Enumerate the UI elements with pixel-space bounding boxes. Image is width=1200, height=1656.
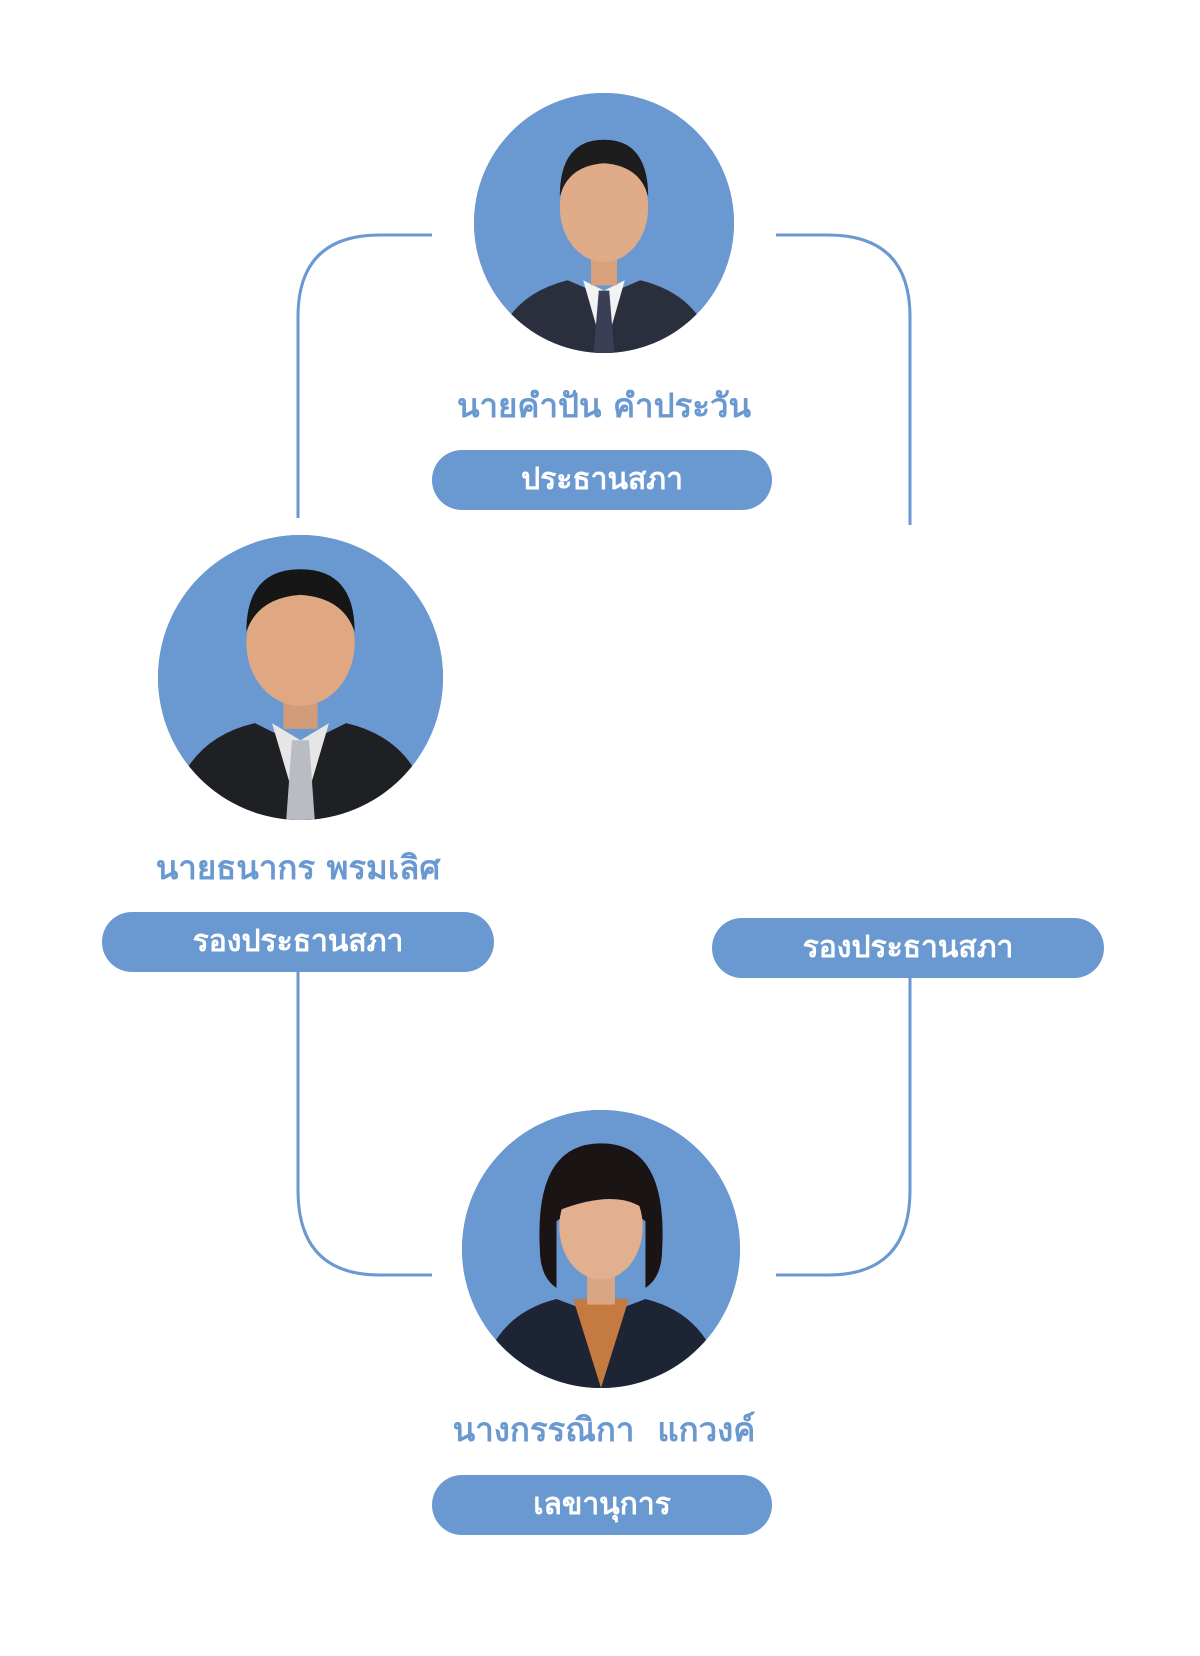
vice-chairman-2-role-badge: รองประธานสภา xyxy=(712,918,1104,978)
connector-bottom-left xyxy=(296,970,432,1277)
person-photo-icon xyxy=(158,535,443,820)
secretary-role-badge: เลขานุการ xyxy=(432,1475,772,1535)
secretary-name: นางกรรณิกา แกวงค์ xyxy=(452,1410,756,1449)
vice-chairman-1-name: นายธนากร พรมเลิศ xyxy=(155,848,441,887)
chairman-name: นายคำปัน คำประวัน xyxy=(456,386,752,425)
connector-bottom-right xyxy=(776,978,912,1277)
vice-chairman-1-role-badge: รองประธานสภา xyxy=(102,912,494,972)
person-photo-icon xyxy=(474,93,734,353)
person-photo-icon xyxy=(462,1110,740,1388)
vice-chairman-1-portrait xyxy=(158,535,443,820)
chairman-role-badge: ประธานสภา xyxy=(432,450,772,510)
connector-top-left xyxy=(296,233,432,518)
secretary-portrait xyxy=(462,1110,740,1388)
connector-top-right xyxy=(776,233,912,525)
chairman-portrait xyxy=(474,93,734,353)
